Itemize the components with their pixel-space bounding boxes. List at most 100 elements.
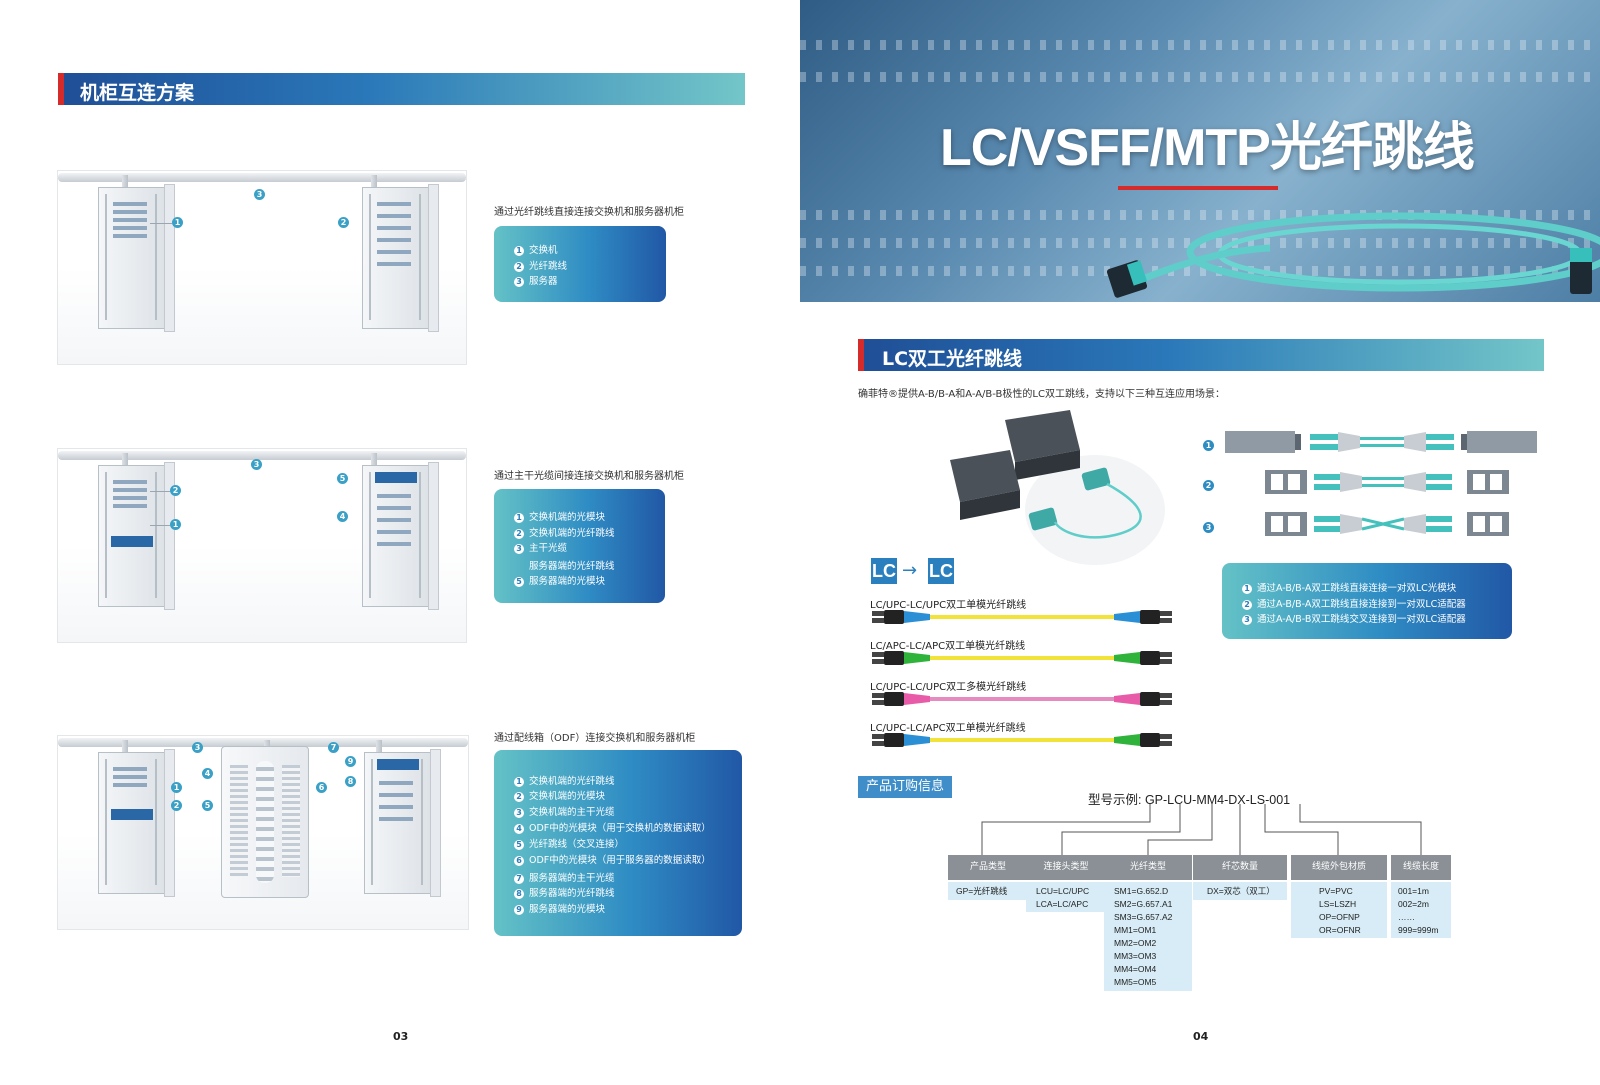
callout-4: 4	[202, 768, 213, 779]
callout-7: 7	[328, 742, 339, 753]
callout-2: 2	[170, 485, 181, 496]
server-cabinet	[362, 462, 439, 610]
patch-cord-1	[872, 610, 1172, 624]
col-header-connector-type: 连接头类型	[1026, 855, 1106, 880]
cable-label-3: LC/UPC-LC/UPC双工多模光纤跳线	[870, 682, 1027, 693]
col-body-product-type: GP=光纤跳线	[948, 882, 1028, 900]
col-body-fiber-type: SM1=G.652.D SM2=G.657.A1 SM3=G.657.A2 MM…	[1104, 882, 1192, 991]
callout-6: 6	[316, 782, 327, 793]
col-header-product-type: 产品类型	[948, 855, 1028, 880]
scenario-2-caption: 通过主干光缆间接连接交换机和服务器机柜	[494, 471, 684, 482]
table-cell: DX=双芯（双工）	[1207, 886, 1275, 896]
table-cell: ……	[1398, 912, 1415, 922]
patch-cord-3	[872, 692, 1172, 706]
legend-item: 服务器端的光纤跳线	[529, 561, 615, 572]
callout-5: 5	[337, 473, 348, 484]
lc-badge-from: LC	[871, 558, 897, 584]
table-cell: MM1=OM1	[1114, 925, 1157, 935]
tray-drop	[122, 175, 128, 189]
hero-title: LC/VSFF/MTP光纤跳线	[940, 119, 1475, 177]
mtp-cable-image	[1106, 212, 1600, 298]
table-cell: SM3=G.657.A2	[1114, 912, 1173, 922]
table-cell: OP=OFNP	[1319, 912, 1360, 922]
switch-cabinet	[98, 462, 175, 610]
table-cell: GP=光纤跳线	[956, 886, 1008, 896]
table-cell: LCU=LC/UPC	[1036, 886, 1090, 896]
cable-label-2: LC/APC-LC/APC双工单模光纤跳线	[870, 641, 1026, 652]
col-header-fiber-count: 纤芯数量	[1193, 855, 1287, 880]
ordering-info-tag: 产品订购信息	[858, 776, 952, 798]
callout-9: 9	[345, 756, 356, 767]
scenario-1-caption: 通过光纤跳线直接连接交换机和服务器机柜	[494, 207, 684, 218]
table-cell: MM2=OM2	[1114, 938, 1157, 948]
callout-3: 3	[254, 189, 265, 200]
patch-cord-4	[872, 733, 1172, 747]
table-cell: 001=1m	[1398, 886, 1429, 896]
table-cell: PV=PVC	[1319, 886, 1353, 896]
section-header-lc-duplex: LC双工光纤跳线	[858, 339, 1544, 371]
server-cabinet	[364, 749, 441, 897]
section-title: LC双工光纤跳线	[882, 348, 1023, 370]
patch-cord-2	[872, 651, 1172, 665]
callout-1: 1	[171, 782, 182, 793]
polarity-diagram	[1225, 431, 1537, 536]
server-cabinet	[362, 184, 439, 332]
table-cell: LS=LSZH	[1319, 899, 1357, 909]
callout-5: 5	[202, 800, 213, 811]
arrow-right-icon: →	[902, 560, 918, 581]
section-header-cabinet-interconnect: 机柜互连方案	[58, 73, 745, 105]
model-example: 型号示例: GP-LCU-MM4-DX-LS-001	[1088, 793, 1291, 807]
lc-badge-to: LC	[928, 558, 954, 584]
col-body-connector-type: LCU=LC/UPC LCA=LC/APC	[1026, 882, 1106, 912]
callout-3: 3	[251, 459, 262, 470]
col-body-fiber-count: DX=双芯（双工）	[1193, 882, 1287, 900]
odf-cabinet	[221, 746, 309, 898]
scenario-1-illustration: 1 2 3	[57, 170, 467, 365]
hero-banner: LC/VSFF/MTP光纤跳线	[800, 0, 1600, 302]
col-body-jacket-material: PV=PVC LS=LSZH OP=OFNP OR=OFNR	[1291, 882, 1387, 938]
title-underline	[1118, 186, 1278, 190]
col-header-fiber-type: 光纤类型	[1104, 855, 1192, 880]
scenario-2-illustration: 1 2 3 4 5	[57, 448, 467, 643]
switch-cabinet	[98, 749, 175, 897]
scenario-3-caption: 通过配线箱（ODF）连接交换机和服务器机柜	[494, 733, 696, 744]
table-cell: MM3=OM3	[1114, 951, 1157, 961]
table-cell: SM1=G.652.D	[1114, 886, 1169, 896]
page-number-right: 04	[1193, 1030, 1209, 1043]
col-body-cable-length: 001=1m 002=2m …… 999=999m	[1391, 882, 1451, 938]
table-cell: LCA=LC/APC	[1036, 899, 1089, 909]
col-header-cable-length: 线缆长度	[1391, 855, 1451, 880]
cable-tray	[58, 451, 466, 460]
polarity-num-1: 1	[1203, 440, 1214, 451]
switch-cabinet	[98, 184, 175, 332]
table-cell: MM4=OM4	[1114, 964, 1157, 974]
callout-1: 1	[172, 217, 183, 228]
page-number-left: 03	[393, 1030, 409, 1043]
table-cell: OR=OFNR	[1319, 925, 1361, 935]
tray-drop	[371, 175, 377, 189]
cable-label-4: LC/UPC-LC/APC双工单模光纤跳线	[870, 723, 1026, 734]
transceiver-illustration	[950, 410, 1165, 565]
table-cell: 002=2m	[1398, 899, 1429, 909]
cable-tray	[58, 738, 468, 747]
col-header-jacket-material: 线缆外包材质	[1291, 855, 1387, 880]
model-connector-lines	[981, 804, 1422, 855]
